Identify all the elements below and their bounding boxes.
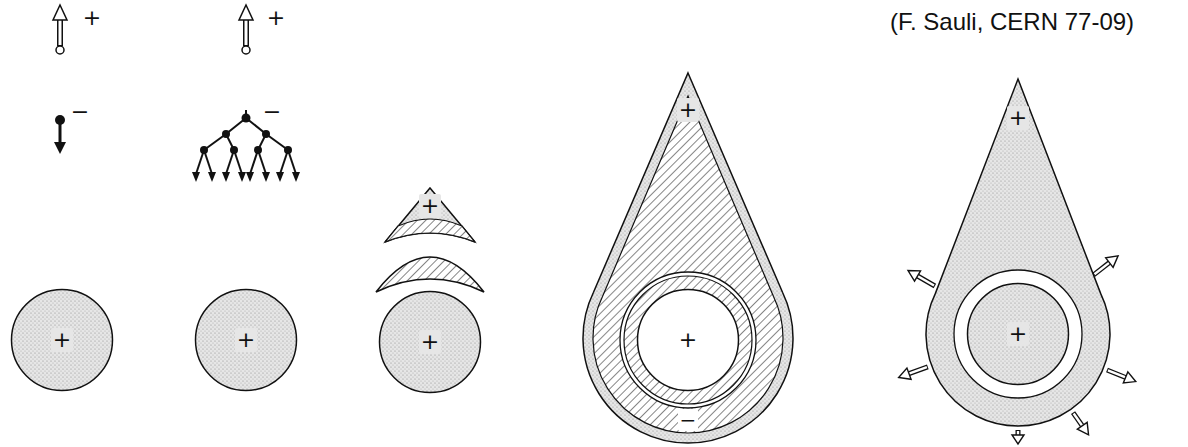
text-slot: + [1007, 322, 1029, 346]
charge-sign: + [265, 6, 287, 30]
label-slot: (F. Sauli, CERN 77-09) [888, 9, 1136, 35]
anode-wire: + [636, 288, 740, 392]
gap-ring [954, 270, 1082, 398]
charge-sign: + [235, 328, 257, 352]
text-slot: + [419, 194, 441, 218]
charge-sign: + [419, 330, 441, 354]
anode-wire: + [194, 288, 298, 392]
source-citation: (F. Sauli, CERN 77-09) [888, 9, 1136, 35]
wire-circle [638, 290, 739, 391]
charge-sign: + [1007, 106, 1029, 130]
ion-sheath [583, 73, 793, 443]
wire-circle [12, 290, 113, 391]
electron-region [385, 219, 475, 242]
charge-sign: + [677, 98, 699, 122]
electron-crescent [376, 257, 484, 292]
gap-ring [620, 272, 756, 408]
charge-sign: − [678, 409, 699, 431]
text-slot: − [678, 409, 699, 431]
charge-sign: + [81, 6, 103, 30]
charge-sign: − [261, 100, 283, 124]
label-slot: − [261, 100, 283, 124]
label-slot: + [81, 6, 103, 30]
ion-arrow [53, 5, 67, 54]
ion-region [385, 188, 475, 242]
avalanche-drop: + − + [580, 70, 796, 446]
wire-circle [196, 290, 297, 391]
text-slot: + [51, 328, 73, 352]
label-slot: − [69, 100, 91, 124]
electron-cloud [593, 96, 783, 433]
text-slot: + [419, 330, 441, 354]
anode-wire: + [966, 282, 1070, 386]
label-slot: + [265, 6, 287, 30]
text-slot: + [677, 328, 699, 352]
electron-ring [624, 276, 752, 404]
text-slot: + [677, 98, 699, 122]
ion-arrow [239, 5, 253, 54]
charge-sign: + [1007, 322, 1029, 346]
text-slot: + [235, 328, 257, 352]
charge-sign: + [51, 328, 73, 352]
anode-wire: + [378, 290, 482, 394]
wire-circle [968, 284, 1069, 385]
ion-sheath [926, 79, 1110, 426]
electron-cascade [192, 110, 300, 182]
charge-sign: + [677, 328, 699, 352]
ion-cap: + [383, 186, 477, 250]
anode-wire: + [10, 288, 114, 392]
charge-sign: + [419, 194, 441, 218]
electron-arrow [54, 115, 66, 154]
ion-sheath-drop: ++ [916, 76, 1120, 430]
wire-circle [380, 292, 481, 393]
text-slot: + [1007, 106, 1029, 130]
charge-sign: − [69, 100, 91, 124]
